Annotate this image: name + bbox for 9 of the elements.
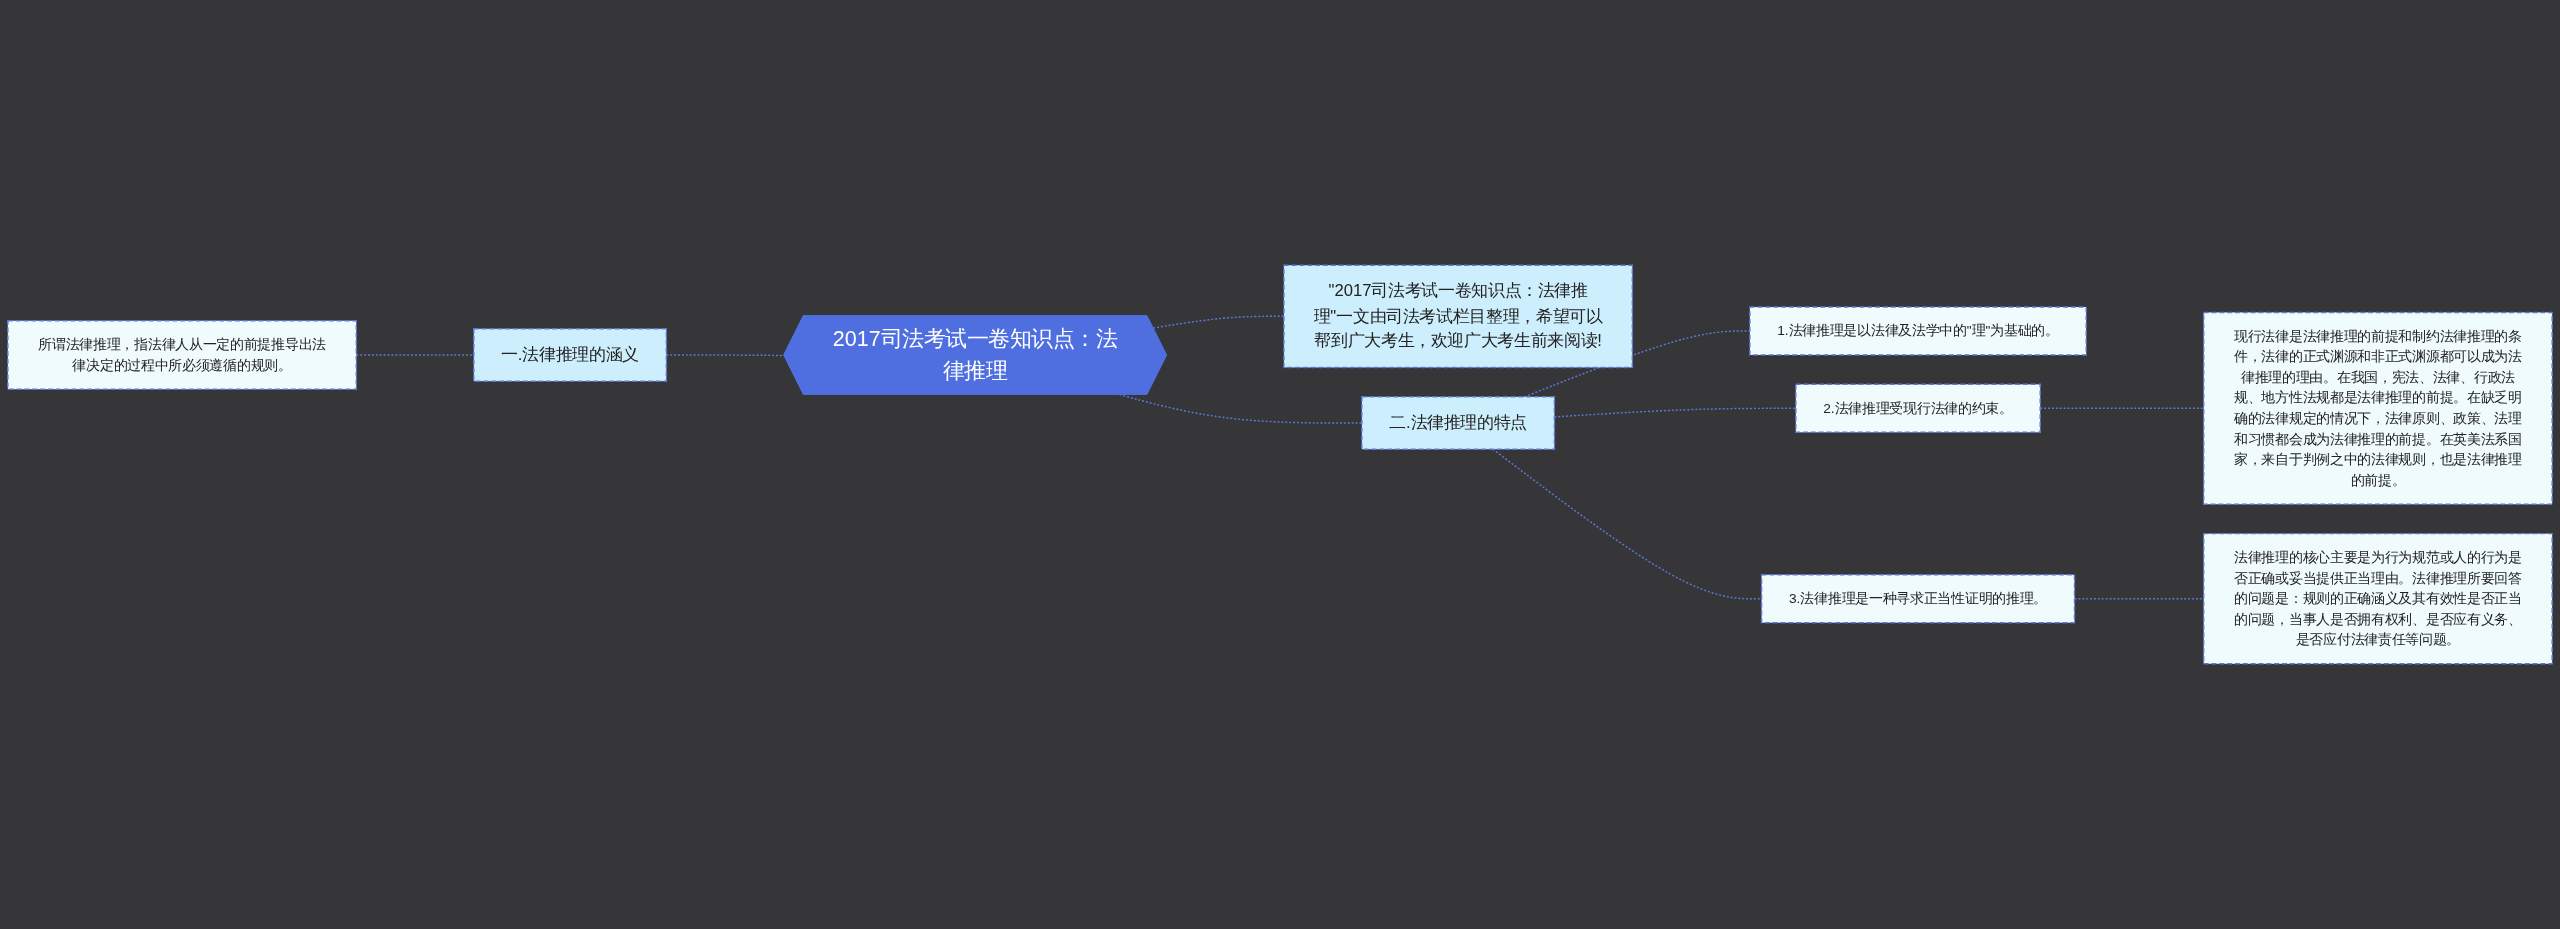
node-box: 2.法律推理受现行法律的约束。	[1795, 383, 2041, 434]
node-box: 二.法律推理的特点	[1361, 396, 1556, 450]
node-box: 所谓法律推理，指法律人从一定的前提推导出法律决定的过程中所必须遵循的规则。	[7, 320, 358, 390]
node-box: 3.法律推理是一种寻求正当性证明的推理。	[1760, 574, 2076, 624]
node-box: 现行法律是法律推理的前提和制约法律推理的条件，法律的正式渊源和非正式渊源都可以成为法律推理的理由。在我国，宪法、法律、行政法规、地方性法规都是法律推理的前提。在缺乏明确的法律规定的情况下，法律原则、政策、法理和习惯都会成为法律推理的前提。在英美法系国家，来自于判例之中的法律规则，也是法律推理的前提。	[2202, 311, 2553, 505]
node-box: 一.法律推理的涵义	[473, 328, 668, 382]
node-box: 法律推理的核心主要是为行为规范或人的行为是否正确或妥当提供正当理由。法律推理所要回答的问题是：规则的正确涵义及其有效性是否正当的问题，当事人是否拥有权利、是否应有义务、是否应付法律责任等问题。	[2202, 532, 2553, 665]
node-box: 1.法律推理是以法律及法学中的"理"为基础的。	[1749, 306, 2087, 356]
node-box: "2017司法考试一卷知识点：法律推理"一文由司法考试栏目整理，希望可以帮到广大考生，欢迎广大考生前来阅读!	[1283, 264, 1634, 369]
